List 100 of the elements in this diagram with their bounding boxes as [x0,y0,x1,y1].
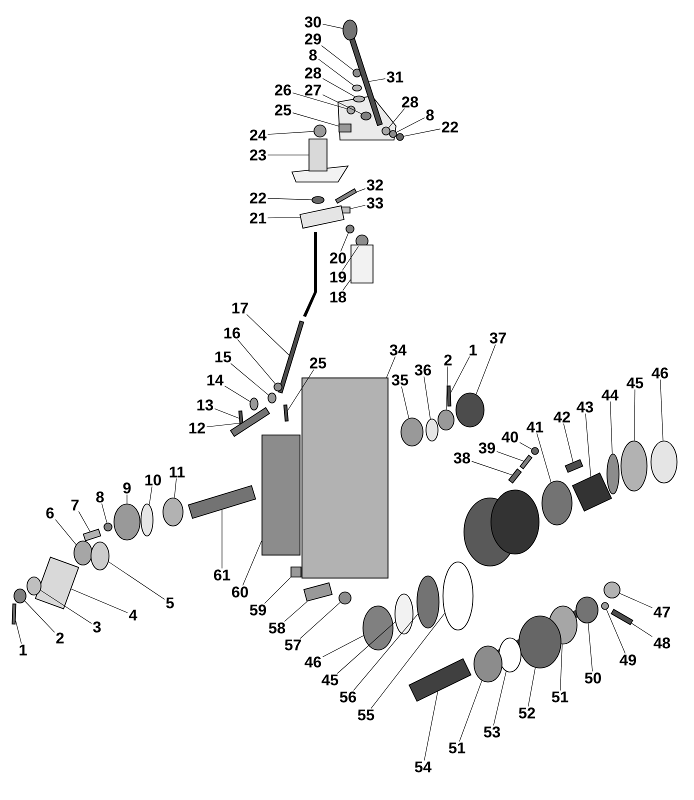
bearing [416,576,440,628]
cover [650,440,678,484]
ring [26,576,42,596]
callout-number: 19 [328,270,348,284]
bearing [606,454,620,494]
callout-number: 52 [518,706,536,720]
leader-line [496,451,524,462]
seal [456,392,484,428]
knob [342,20,358,40]
callout-number: 18 [328,290,348,304]
callout-number: 8 [308,48,318,62]
callout-number: 35 [390,374,410,386]
callout-number: 12 [188,422,206,434]
leader-line [585,413,592,477]
leader-line [340,232,349,252]
callout-number: 14 [206,374,224,386]
bearing [162,498,184,526]
leader-line [606,609,626,654]
callout-number: 27 [304,84,322,96]
leader-line [126,494,128,504]
leader-line [70,588,128,613]
callout-number: 22 [248,192,268,204]
leader-line [368,78,386,82]
washer [352,84,362,92]
boot [308,138,328,172]
callout-number: 5 [165,596,175,610]
shaft [408,658,472,702]
callout-number: 59 [248,604,268,616]
callout-number: 49 [618,654,638,666]
nut [604,582,620,598]
housing [302,378,388,578]
nut [346,224,354,234]
callout-number: 3 [92,620,102,634]
leader-line [242,540,262,586]
key [564,459,584,473]
cover [114,504,140,540]
leader-line [267,217,300,218]
leader-line [292,112,339,126]
housing [262,434,300,556]
leader-line [78,511,90,532]
bearing [474,646,502,682]
bolt [338,124,352,132]
leader-line [267,131,314,135]
leader-line [388,108,405,128]
leader-line [322,24,343,29]
bolt [82,528,102,542]
shaft [188,485,256,519]
bearing [620,440,648,492]
seal [74,540,92,566]
leader-line [224,386,250,402]
leader-line [214,408,240,418]
leader-line [149,486,152,505]
nut [360,112,372,120]
callout-number: 51 [550,690,570,704]
leader-line [353,614,418,691]
leader-line [318,58,354,86]
callout-number: 16 [222,326,242,340]
hub [338,592,352,604]
callout-number: 36 [414,364,432,376]
nut [14,588,26,604]
callout-number: 57 [284,638,302,652]
pin [283,404,289,422]
ring [394,594,414,634]
callout-number: 37 [488,332,508,344]
bushing [250,398,258,410]
callout-number: 56 [338,690,358,704]
leader-line [267,198,312,200]
washer [353,96,365,102]
leader-line [356,188,366,192]
leader-line [563,423,574,462]
callout-number: 21 [248,212,268,224]
nut [396,133,404,141]
callout-number: 10 [144,474,162,486]
leader-line [476,344,496,394]
leader-line [267,154,309,156]
callout-number: 45 [626,376,644,390]
leader-line [342,246,359,271]
leader-line [528,668,536,707]
callout-number: 28 [400,96,420,108]
leader-line [459,680,482,742]
callout-number: 38 [452,452,472,464]
gear [362,606,394,650]
leader-line [101,503,108,523]
callout-number: 48 [652,636,672,650]
callout-number: 46 [304,656,322,668]
leader-line [450,356,470,393]
leader-line [174,478,177,498]
leader-line [446,366,448,410]
leader-line [588,623,593,672]
leader-line [610,401,612,454]
callout-number: 1 [468,344,478,356]
leader-line [15,620,22,644]
leader-line [55,519,76,545]
callout-number: 29 [304,32,322,46]
ring [426,418,438,442]
leader-line [424,691,438,761]
washer [389,130,397,138]
leader-line [471,461,512,476]
callout-number: 25 [308,356,328,370]
leader-line [206,422,242,428]
